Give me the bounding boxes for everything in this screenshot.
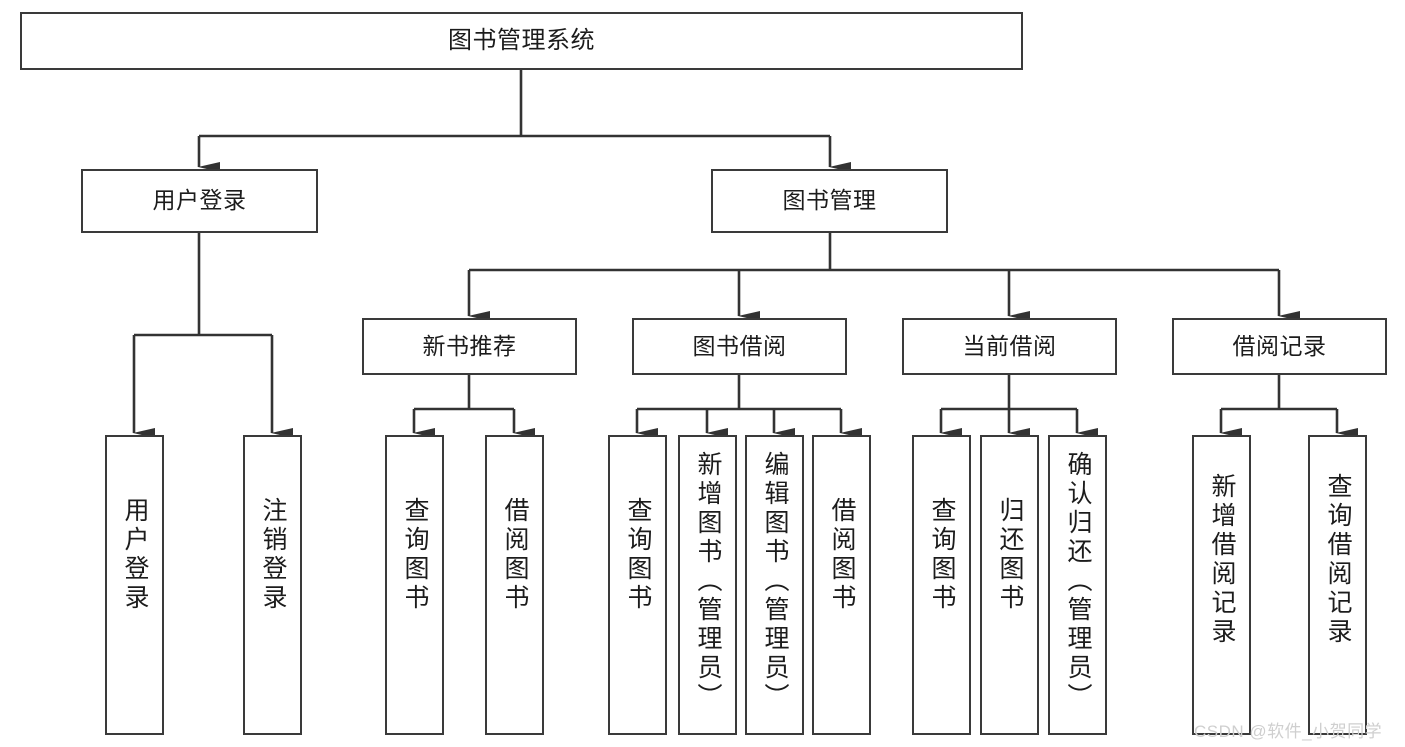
leaf-label-record-add-record: 新增借阅记录 bbox=[1208, 473, 1236, 647]
leaf-recommend-query-book[interactable]: 查询图书 bbox=[385, 435, 444, 735]
node-root-system[interactable]: 图书管理系统 bbox=[20, 12, 1023, 70]
leaf-borrow-add-book[interactable]: 新增图书（管理员） bbox=[678, 435, 737, 735]
leaf-label-record-query-record: 查询借阅记录 bbox=[1324, 473, 1352, 647]
node-label-book-management: 图书管理 bbox=[782, 187, 877, 214]
node-current-borrow[interactable]: 当前借阅 bbox=[902, 318, 1117, 375]
node-label-current-borrow: 当前借阅 bbox=[962, 332, 1057, 359]
leaf-label-user-login-login: 用户登录 bbox=[121, 497, 149, 613]
leaf-current-confirm-return[interactable]: 确认归还（管理员） bbox=[1048, 435, 1107, 735]
leaf-user-login-logout[interactable]: 注销登录 bbox=[243, 435, 302, 735]
leaf-label-recommend-borrow-book: 借阅图书 bbox=[501, 497, 529, 613]
leaf-label-current-confirm-return: 确认归还（管理员） bbox=[1064, 451, 1092, 712]
node-new-book-recommend[interactable]: 新书推荐 bbox=[362, 318, 577, 375]
leaf-current-return-book[interactable]: 归还图书 bbox=[980, 435, 1039, 735]
node-label-user-login: 用户登录 bbox=[152, 187, 247, 214]
leaf-user-login-login[interactable]: 用户登录 bbox=[105, 435, 164, 735]
leaf-recommend-borrow-book[interactable]: 借阅图书 bbox=[485, 435, 544, 735]
node-label-new-book-recommend: 新书推荐 bbox=[422, 332, 517, 359]
node-label-book-borrow: 图书借阅 bbox=[692, 332, 787, 359]
leaf-label-borrow-query-book: 查询图书 bbox=[624, 497, 652, 613]
leaf-record-query-record[interactable]: 查询借阅记录 bbox=[1308, 435, 1367, 735]
leaf-borrow-query-book[interactable]: 查询图书 bbox=[608, 435, 667, 735]
leaf-label-borrow-borrow-book: 借阅图书 bbox=[828, 497, 856, 613]
leaf-label-recommend-query-book: 查询图书 bbox=[401, 497, 429, 613]
node-label-root: 图书管理系统 bbox=[448, 26, 595, 54]
leaf-label-borrow-edit-book: 编辑图书（管理员） bbox=[761, 451, 789, 712]
node-borrow-record[interactable]: 借阅记录 bbox=[1172, 318, 1387, 375]
node-book-management[interactable]: 图书管理 bbox=[711, 169, 948, 233]
leaf-label-user-login-logout: 注销登录 bbox=[259, 497, 287, 613]
node-book-borrow[interactable]: 图书借阅 bbox=[632, 318, 847, 375]
leaf-label-current-query-book: 查询图书 bbox=[928, 497, 956, 613]
leaf-label-current-return-book: 归还图书 bbox=[996, 497, 1024, 613]
node-user-login[interactable]: 用户登录 bbox=[81, 169, 318, 233]
leaf-borrow-borrow-book[interactable]: 借阅图书 bbox=[812, 435, 871, 735]
leaf-borrow-edit-book[interactable]: 编辑图书（管理员） bbox=[745, 435, 804, 735]
leaf-current-query-book[interactable]: 查询图书 bbox=[912, 435, 971, 735]
leaf-record-add-record[interactable]: 新增借阅记录 bbox=[1192, 435, 1251, 735]
leaf-label-borrow-add-book: 新增图书（管理员） bbox=[694, 451, 722, 712]
node-label-borrow-record: 借阅记录 bbox=[1232, 332, 1327, 359]
